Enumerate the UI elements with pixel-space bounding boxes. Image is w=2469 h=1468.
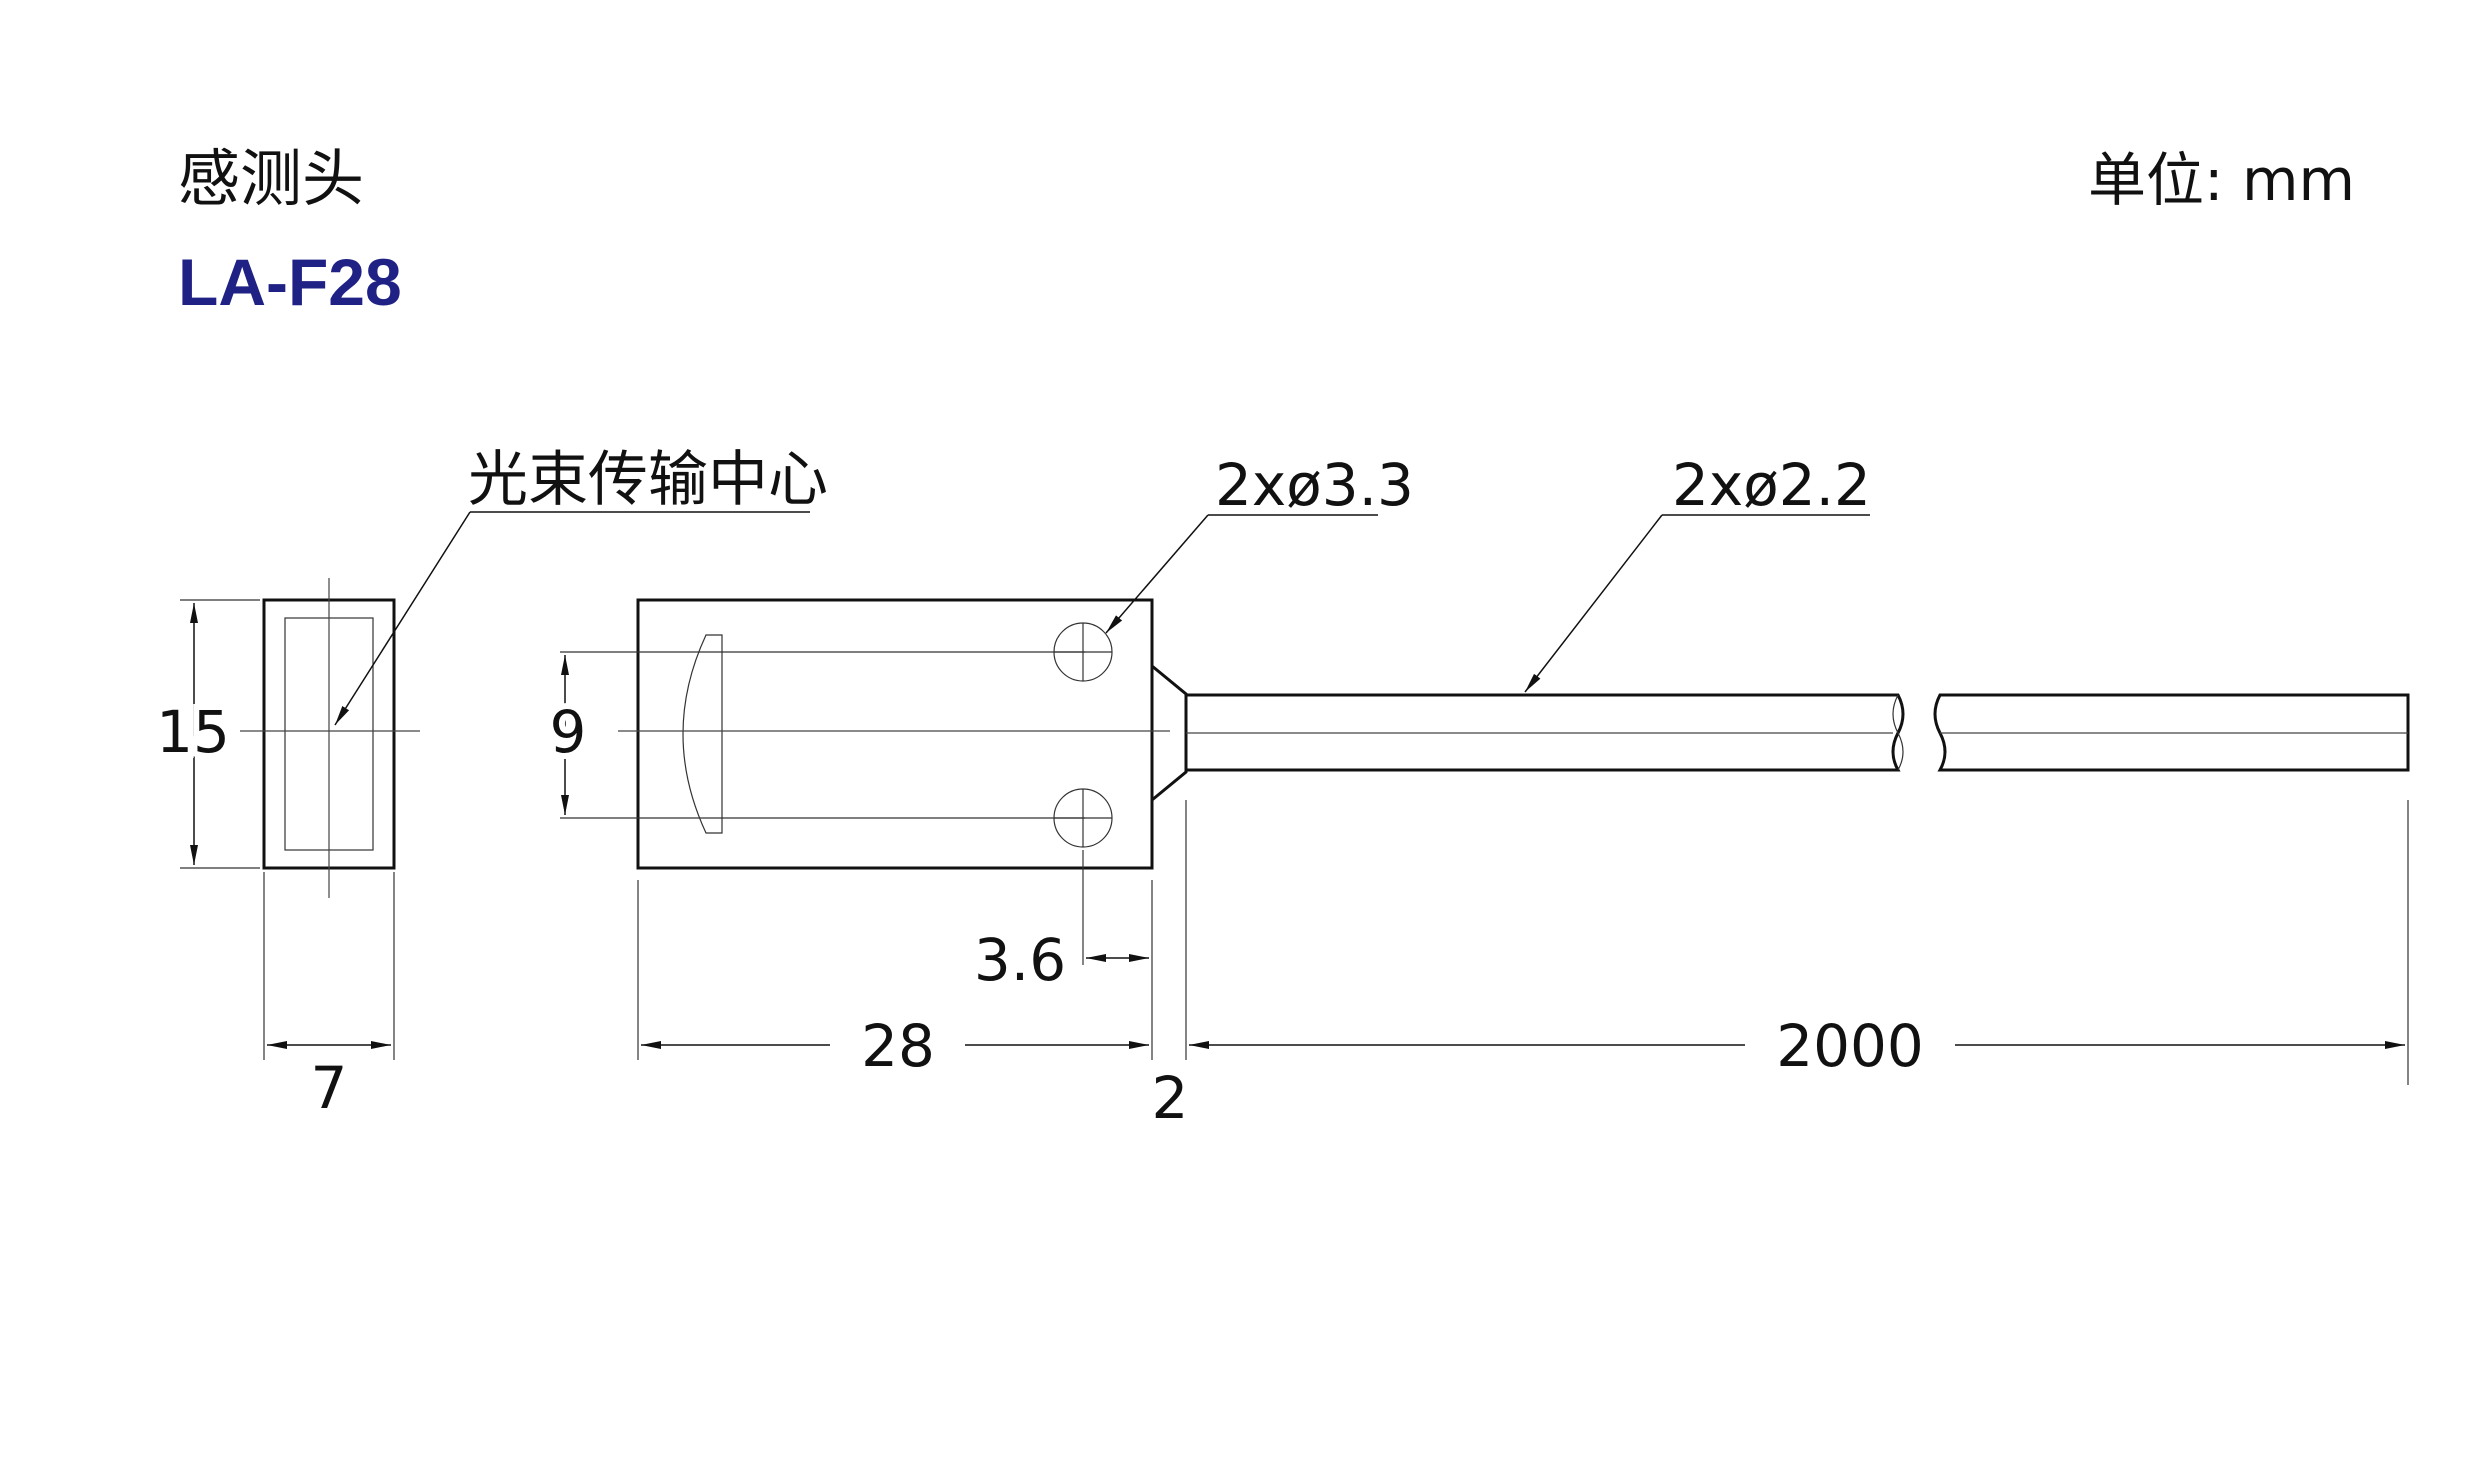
body-taper	[1151, 664, 1188, 802]
beam-center-callout	[334, 511, 810, 726]
mount-hole-callout	[1105, 514, 1378, 634]
end-view	[240, 578, 420, 898]
mount-hole-label: 2xø3.3	[1215, 451, 1414, 519]
beam-center-label: 光束传输中心	[468, 445, 828, 515]
unit-label: 单位: mm	[2088, 146, 2355, 214]
category-title: 感测头	[178, 142, 364, 215]
dimension-taper-label: 2	[1152, 1064, 1189, 1132]
dimension-width-label: 7	[311, 1054, 348, 1122]
fiber-callout	[1524, 514, 1870, 693]
lens-outline	[682, 634, 723, 834]
dimension-body-length-label: 28	[861, 1012, 935, 1080]
dimension-hole-offset-label: 3.6	[974, 926, 1066, 994]
sensor-body	[560, 598, 1188, 870]
fiber-cable	[1186, 693, 2410, 772]
dimension-hole-pitch-label: 9	[550, 698, 587, 766]
fiber-label: 2xø2.2	[1672, 451, 1871, 519]
dimension-height-label: 15	[156, 698, 230, 766]
body-outline	[636, 598, 1154, 870]
model-title: LA-F28	[178, 245, 402, 319]
dimension-fiber-length-label: 2000	[1776, 1012, 1924, 1080]
dimension-height	[180, 599, 260, 869]
dimension-width	[263, 872, 395, 1060]
